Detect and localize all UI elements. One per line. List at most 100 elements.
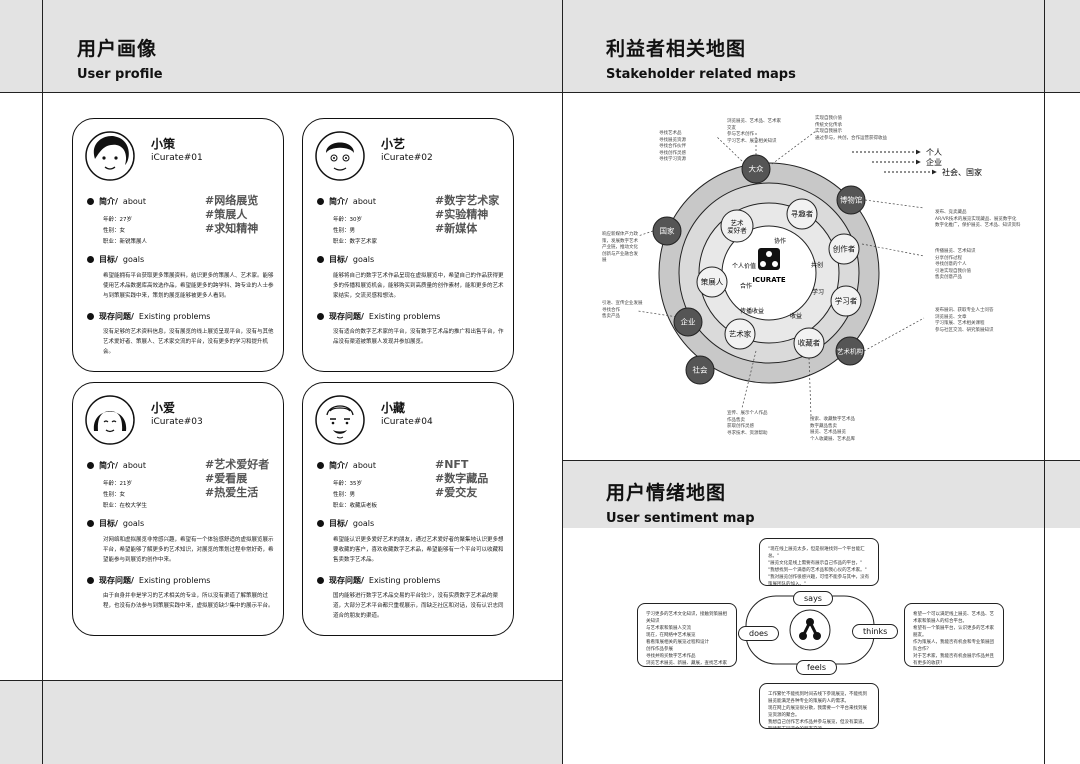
persona-card: 小藏 iCurate#04 简介/about 年龄：35岁性别：男职业：收藏店老… bbox=[302, 382, 514, 636]
fact-age: 年龄：21岁 bbox=[103, 481, 132, 487]
problems-label-en: Existing problems bbox=[368, 312, 441, 321]
bullet-icon bbox=[87, 313, 94, 320]
stakeholder-node-label: 艺术机构 bbox=[837, 347, 864, 356]
problems-text: 国内能够进行数字艺术品交易的平台较少，没有实质数字艺术品的渠道，大部分艺术平台都… bbox=[333, 593, 504, 619]
persona-tags: #数字艺术家#实验精神#新媒体 bbox=[435, 194, 499, 236]
inner-label: 共创 bbox=[811, 261, 823, 269]
stakeholder-node-bowuguan bbox=[836, 185, 866, 215]
persona-facts: 年龄：30岁性别：男职业：数字艺术家 bbox=[333, 215, 377, 248]
fact-age: 年龄：27岁 bbox=[103, 217, 132, 223]
sentiment-title: 用户情绪地图 User sentiment map bbox=[606, 478, 755, 526]
problems-label-en: Existing problems bbox=[138, 312, 211, 321]
bob-hair-woman-face-icon bbox=[85, 395, 135, 445]
goals-label: 目标/ bbox=[329, 255, 348, 264]
persona-facts: 年龄：21岁性别：女职业：在校大学生 bbox=[103, 479, 147, 512]
section-title-zh: 用户画像 bbox=[77, 38, 158, 60]
problems-label: 现存问题/ bbox=[99, 576, 134, 585]
note: 引进、宣传企业发展 寻找合作 售卖产品 bbox=[602, 301, 643, 319]
tag: #艺术爱好者 bbox=[205, 458, 270, 471]
stakeholder-node-shoucangzhe bbox=[793, 327, 825, 359]
goals-heading: 目标/goals bbox=[317, 518, 374, 529]
old-man-face-icon bbox=[315, 395, 365, 445]
inner-label: 个人价值 bbox=[732, 262, 756, 270]
note: 浏览展览、艺术品、艺术家 交友 参与艺术创作 学习艺术、展览相关知识 bbox=[727, 119, 781, 144]
stakeholder-node-guojia bbox=[652, 216, 682, 246]
goals-label: 目标/ bbox=[99, 255, 118, 264]
grid-line bbox=[562, 0, 563, 764]
persona-card: 小艺 iCurate#02 简介/about 年龄：30岁性别：男职业：数字艺术… bbox=[302, 118, 514, 372]
grid-line bbox=[0, 92, 1080, 93]
problems-heading: 现存问题/Existing problems bbox=[87, 311, 210, 322]
goals-text: 对网络和虚拟展览非常感兴趣，希望有一个体验感舒适的虚拟展览展示平台，希望能够了解… bbox=[103, 537, 274, 563]
section-title-en: Stakeholder related maps bbox=[606, 67, 796, 82]
tag: #爱看展 bbox=[205, 472, 248, 485]
persona-name: 小艺 bbox=[381, 137, 406, 151]
goals-text: 能够将自己的数字艺术作品呈现在虚拟展览中，希望自己的作品获得更多的传播和展览机会… bbox=[333, 273, 504, 299]
grid-line bbox=[0, 680, 562, 681]
feels-pill: feels bbox=[796, 660, 838, 675]
note: 发布、竞卖藏品 AR/VR技术的展览实现藏品、展览数字化 数字化推广，保护展览、… bbox=[935, 210, 1021, 228]
persona-tags: #NFT#数字藏品#爱交友 bbox=[435, 458, 488, 500]
about-heading: 简介/about bbox=[87, 460, 146, 471]
problems-label-en: Existing problems bbox=[368, 576, 441, 585]
bullet-icon bbox=[87, 577, 94, 584]
problems-heading: 现存问题/Existing problems bbox=[317, 575, 440, 586]
stakeholder-node-label: 艺术爱好者 bbox=[727, 218, 747, 235]
stakeholder-node-label: 策展人 bbox=[701, 277, 724, 287]
note: 寻找艺术品 寻找展览资源 寻找合作伙伴 寻找创作灵感 寻找学习资源 bbox=[659, 131, 686, 162]
note: 实现自我价值 传统文化传承 实现自我展示 通过参与，共创，合作运营获得收益 bbox=[815, 116, 887, 141]
does-pill: does bbox=[738, 626, 780, 641]
tag: #求知精神 bbox=[205, 222, 259, 235]
stakeholder-node-xuexizhe bbox=[830, 285, 862, 317]
connector-line bbox=[741, 350, 757, 409]
feels-box: 工作繁忙不能找到时间去线下参观展览，不能找到展览能满足各种专业的策展的人的需求。… bbox=[759, 683, 879, 729]
tag: #热爱生活 bbox=[205, 486, 259, 499]
goals-label-en: goals bbox=[122, 519, 145, 528]
stakeholder-node-yishujia bbox=[724, 318, 756, 350]
about-label: 简介/ bbox=[329, 197, 348, 206]
map-legend: 个人 企业 社会、国家 bbox=[852, 148, 982, 177]
problems-label-en: Existing problems bbox=[138, 576, 211, 585]
legend-item: 企业 bbox=[926, 157, 942, 167]
about-heading: 简介/about bbox=[317, 460, 376, 471]
note: 传播展览、艺术知识 分享创作过程 寻找创意的个人 引进实现自我价值 售卖创意产品 bbox=[935, 249, 976, 280]
persona-card: 小爱 iCurate#03 简介/about 年龄：21岁性别：女职业：在校大学… bbox=[72, 382, 284, 636]
persona-name: 小爱 bbox=[151, 401, 176, 415]
bullet-icon bbox=[317, 577, 324, 584]
fact-gender: 性别：女 bbox=[103, 492, 126, 498]
about-label-en: about bbox=[352, 461, 377, 470]
about-label: 简介/ bbox=[99, 197, 118, 206]
note: 响应新媒体产力政策，发展数字艺术产业链，推动文化创新与产业融合发展 bbox=[602, 232, 638, 263]
goals-text: 希望能拥有平台获取更多策展资料，结识更多的策展人、艺术家。能够使用艺术品数据库高… bbox=[103, 273, 274, 299]
top-band-left bbox=[0, 0, 562, 92]
bullet-icon bbox=[317, 313, 324, 320]
persona-facts: 年龄：35岁性别：男职业：收藏店老板 bbox=[333, 479, 377, 512]
stakeholder-node-label: 艺术家 bbox=[729, 329, 752, 339]
tag: #实验精神 bbox=[435, 208, 489, 221]
goals-text: 希望能认识更多爱好艺术的朋友，通过艺术爱好者的聚集地认识更多想要收藏的客户，喜欢… bbox=[333, 537, 504, 563]
inner-label: 传播收益 bbox=[740, 307, 764, 315]
stakeholder-map: 个人 企业 社会、国家 大众国家博物馆企业社会艺术机构艺术爱好者寻趣者创作者策展… bbox=[637, 130, 982, 417]
stakeholder-node-label: 收藏者 bbox=[798, 338, 821, 348]
problems-label: 现存问题/ bbox=[329, 312, 364, 321]
connector-line bbox=[637, 230, 654, 237]
does-box: 学习更多的艺术文化知识，接触到策展相关知识 与艺术家和策展人交流 现在，在网络中… bbox=[637, 603, 737, 667]
stakeholder-node-qiye bbox=[673, 307, 703, 337]
fact-job: 职业：数字艺术家 bbox=[333, 239, 378, 245]
top-band-right bbox=[562, 0, 1080, 92]
persona-name: 小策 bbox=[151, 137, 176, 151]
bullet-icon bbox=[317, 462, 324, 469]
goals-label: 目标/ bbox=[99, 519, 118, 528]
connector-line bbox=[864, 199, 925, 209]
about-label-en: about bbox=[122, 461, 147, 470]
fact-job: 职业：在校大学生 bbox=[103, 503, 148, 509]
stakeholder-node-label: 寻趣者 bbox=[791, 209, 814, 219]
fact-job: 职业：新锐策展人 bbox=[103, 239, 148, 245]
bullet-icon bbox=[87, 198, 94, 205]
fact-age: 年龄：30岁 bbox=[333, 217, 362, 223]
inner-label: 学习 bbox=[812, 288, 824, 296]
legend-item: 社会、国家 bbox=[942, 167, 982, 177]
thinks-box: 希望一个可以满足线上展览、艺术品、艺术家和策展人的综合平台。 希望有一个策展平台… bbox=[904, 603, 1004, 667]
bottom-band-left bbox=[0, 680, 562, 764]
note: 宣传、展示个人作品 作品售卖 获取创作灵感 寻求技术、资源帮助 bbox=[727, 411, 768, 436]
